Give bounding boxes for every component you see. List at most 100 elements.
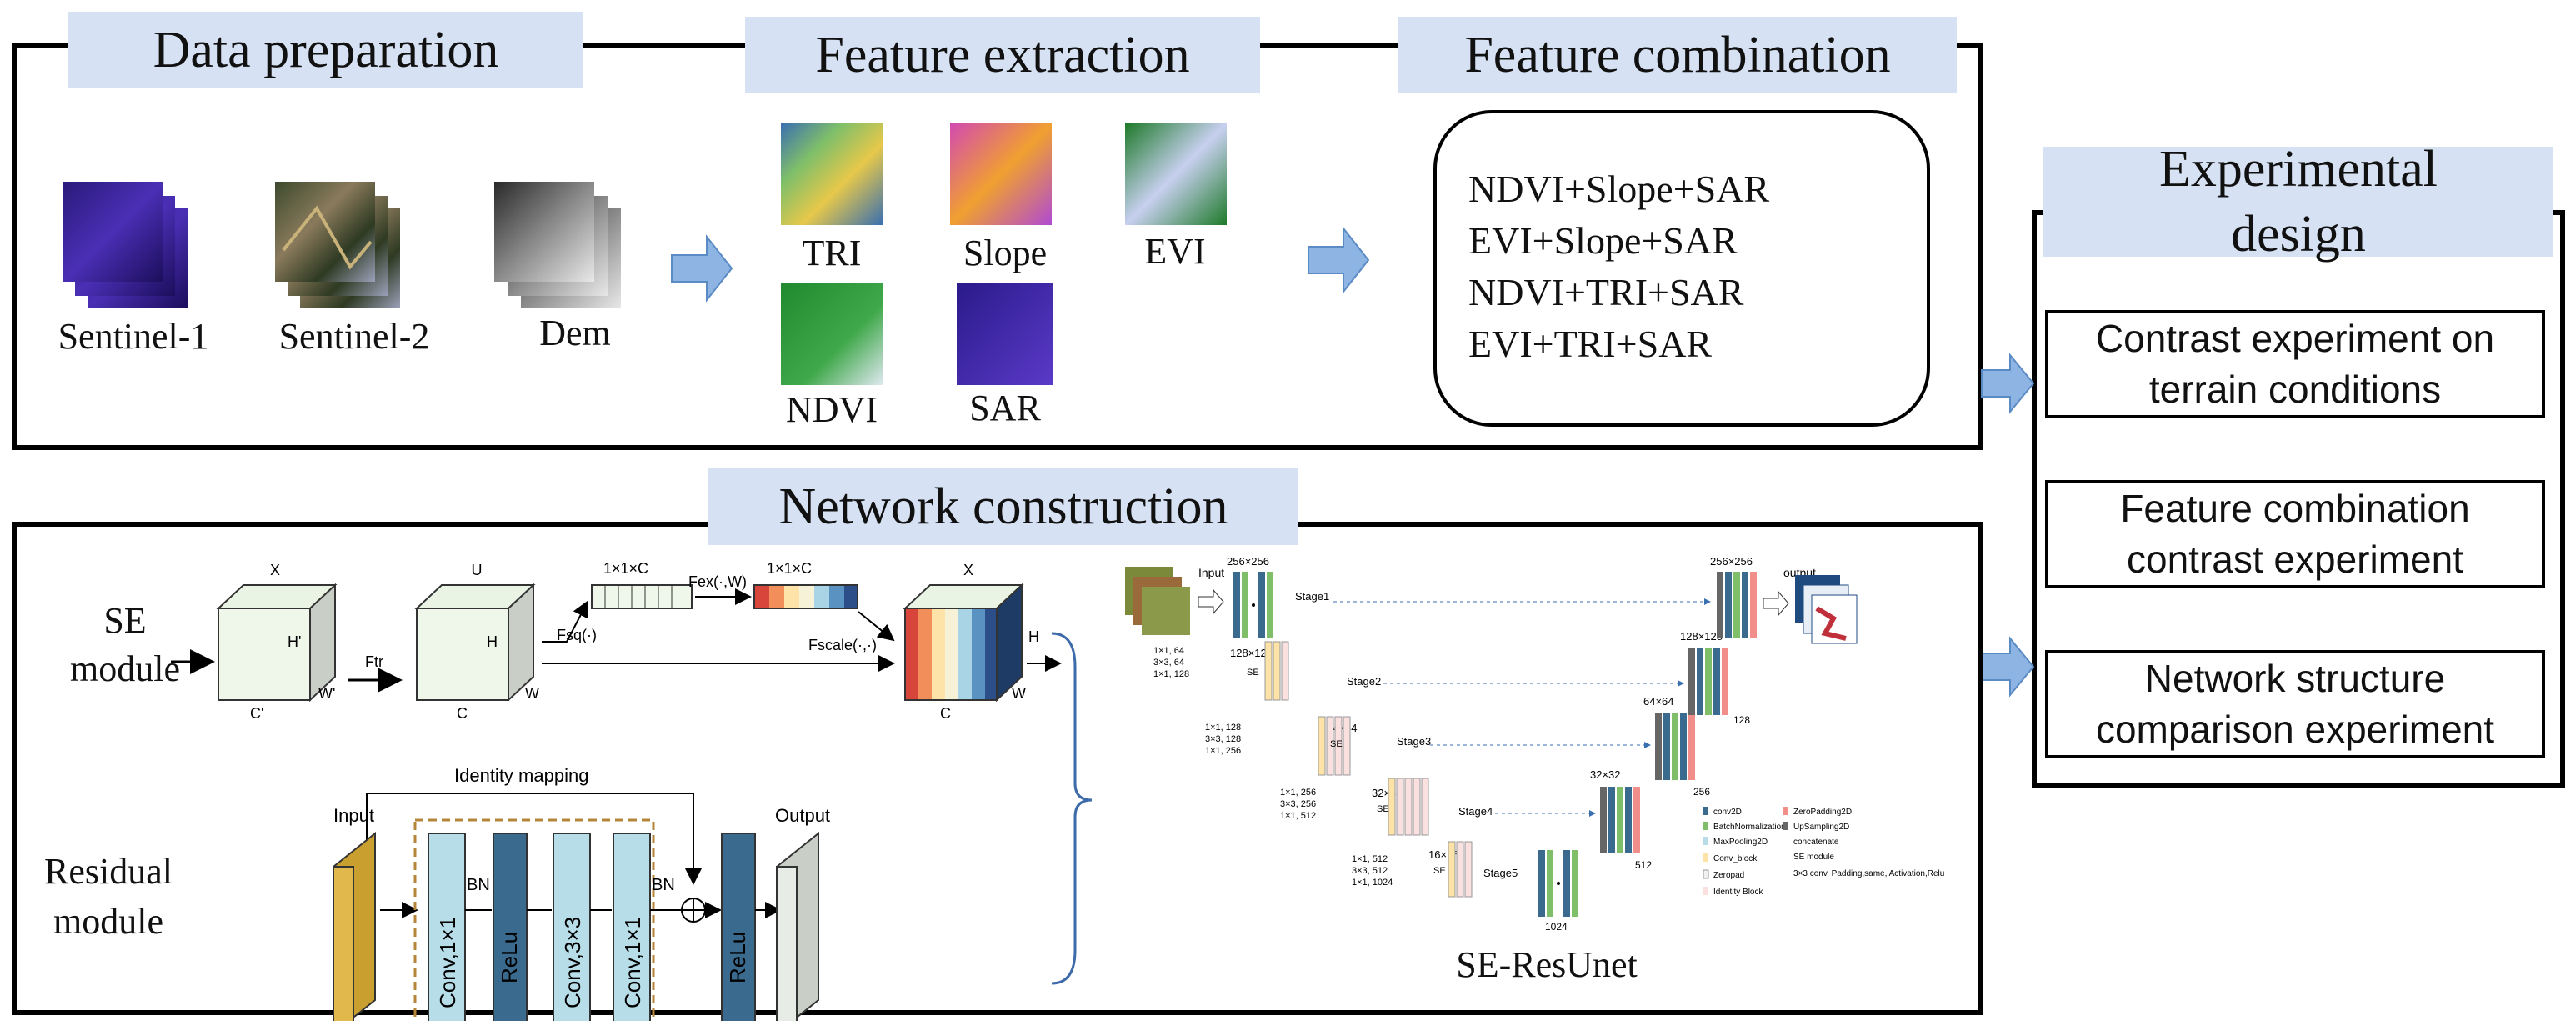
svg-text:256: 256 (1693, 786, 1710, 798)
merge-bracket (1051, 632, 1093, 985)
data-preparation-images (63, 123, 1370, 385)
se-resunet-diagram: Input 256×256 Stage1 128×128 Stage2 SE 6… (1125, 555, 1944, 933)
se-label-line1: SE (103, 600, 147, 641)
input-label: Input (333, 805, 374, 826)
label-sentinel-2: Sentinel-2 (278, 316, 430, 357)
layer-text: Conv,1×1 (435, 917, 460, 1008)
experimental-title-line1: Experimental (2159, 141, 2438, 198)
cube2-h: H (487, 633, 498, 650)
svg-text:32×32: 32×32 (1590, 768, 1621, 781)
sentinel-2-stack (275, 182, 400, 308)
cube1-h: H' (288, 633, 301, 650)
vector1-label: 1×1×C (603, 560, 648, 577)
experiment-text: comparison experiment (2095, 708, 2495, 751)
label-slope: Slope (963, 233, 1048, 273)
decoder-256: 256×256 (1710, 555, 1757, 638)
experiment-text: terrain conditions (2148, 368, 2442, 411)
decoder-128: 128×128 128 (1680, 630, 1750, 726)
cube-x-prime (216, 583, 338, 703)
svg-text:128: 128 (1733, 714, 1750, 726)
svg-text:64×64: 64×64 (1643, 695, 1674, 708)
fex-label: Fex(·,W) (688, 573, 747, 590)
encoder-stage-4: 32×32 Stage4 SE (1372, 778, 1493, 836)
layer-relu2 (721, 833, 756, 1021)
svg-text:1×1, 256: 1×1, 256 (1205, 746, 1241, 756)
experiment-feature-box: Feature combination contrast experiment (2045, 480, 2545, 588)
sar-image (957, 283, 1053, 385)
ndvi-image (781, 283, 883, 385)
combination-item: EVI+TRI+SAR (1468, 323, 1713, 365)
network-name-label: SE-ResUnet (1456, 944, 1638, 985)
layer-text: ReLu (725, 932, 750, 983)
svg-text:128×128: 128×128 (1230, 647, 1273, 659)
svg-text:3×3 conv, Padding,same, Activa: 3×3 conv, Padding,same, Activation,Relu (1793, 869, 1944, 878)
experiment-text: Contrast experiment on (2095, 317, 2495, 361)
residual-label-line2: module (53, 901, 163, 942)
svg-text:Conv_block: Conv_block (1713, 854, 1758, 863)
fscale-label: Fscale(·,·) (808, 637, 877, 653)
label-tri: TRI (802, 233, 862, 273)
se-label-line2: module (70, 648, 180, 689)
dem-stack (494, 182, 621, 308)
svg-text:1×1, 128: 1×1, 128 (1153, 669, 1189, 679)
output-label: Output (775, 805, 830, 826)
experiment-terrain-box: Contrast experiment on terrain conditions (2045, 310, 2545, 418)
right-arrow-icon (1308, 226, 1370, 294)
vector-1 (591, 584, 693, 609)
svg-text:256×256: 256×256 (1227, 555, 1269, 568)
layer-text: Conv,3×3 (560, 917, 585, 1008)
svg-text:256×256: 256×256 (1710, 555, 1753, 568)
unet-input-label: Input (1198, 566, 1224, 579)
svg-text:SE: SE (1377, 804, 1389, 814)
experimental-title-line2: design (2231, 206, 2366, 263)
evi-image (1125, 123, 1227, 225)
svg-text:Stage2: Stage2 (1347, 675, 1381, 688)
svg-text:MaxPooling2D: MaxPooling2D (1713, 838, 1768, 847)
ftr-label: Ftr (365, 653, 383, 670)
label-sar: SAR (969, 388, 1041, 428)
tri-image (781, 123, 883, 225)
svg-text:1024: 1024 (1545, 921, 1568, 933)
cube2-c: C (457, 705, 468, 722)
slope-image (950, 123, 1052, 225)
residual-module-label: Residual module (25, 847, 192, 947)
label-evi: EVI (1144, 231, 1206, 272)
header-experimental-design: Experimental design (2043, 141, 2553, 263)
right-arrow-icon (671, 234, 733, 303)
svg-text:Zeropad: Zeropad (1713, 871, 1744, 880)
layer-relu1 (493, 833, 528, 1021)
cube3-w: W (1012, 685, 1026, 702)
header-feature-extraction: Feature extraction (745, 17, 1260, 93)
layer-conv3x3 (553, 833, 591, 1021)
svg-text:1×1, 256: 1×1, 256 (1280, 788, 1316, 798)
svg-text:Stage3: Stage3 (1397, 735, 1431, 748)
svg-text:1×1, 512: 1×1, 512 (1280, 811, 1316, 821)
cube3-c: C (940, 705, 951, 722)
bottleneck: 1024 (1538, 850, 1578, 933)
encoder-stage-5: 16×16 Stage5 SE (1428, 841, 1518, 898)
layer-conv1x1-b (613, 833, 651, 1021)
svg-text:concatenate: concatenate (1793, 838, 1839, 847)
header-data-preparation: Data preparation (68, 12, 583, 88)
bn-label: BN (652, 876, 675, 894)
combination-item: EVI+Slope+SAR (1468, 219, 1738, 262)
experiment-text: contrast experiment (2127, 538, 2463, 581)
add-node-icon (681, 898, 706, 923)
svg-text:1×1, 128: 1×1, 128 (1205, 723, 1241, 733)
svg-text:SE: SE (1247, 668, 1259, 678)
svg-text:512: 512 (1635, 859, 1652, 871)
experiment-text: Feature combination (2120, 487, 2470, 531)
svg-text:BatchNormalization: BatchNormalization (1713, 823, 1786, 832)
svg-text:3×3, 64: 3×3, 64 (1153, 658, 1184, 668)
svg-text:3×3, 512: 3×3, 512 (1352, 866, 1388, 876)
svg-text:128×128: 128×128 (1680, 630, 1723, 643)
label-ndvi: NDVI (786, 389, 878, 430)
layer-text: Conv,1×1 (620, 917, 645, 1008)
legend: conv2D BatchNormalization MaxPooling2D C… (1703, 807, 1944, 897)
svg-text:Identity Block: Identity Block (1713, 888, 1763, 897)
svg-text:Stage4: Stage4 (1458, 805, 1493, 818)
svg-text:1×1, 1024: 1×1, 1024 (1352, 878, 1393, 888)
